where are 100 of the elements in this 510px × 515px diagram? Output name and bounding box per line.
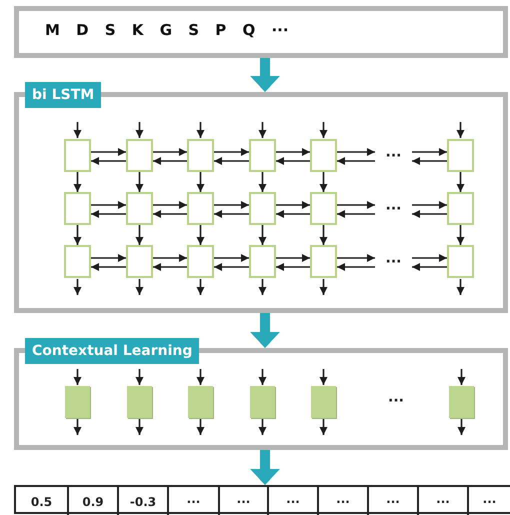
context-cell <box>250 386 275 418</box>
input-sequence-box <box>14 6 508 58</box>
context-cell <box>65 386 90 418</box>
arrow <box>136 172 144 192</box>
flow-arrow <box>250 450 280 485</box>
arrow <box>320 172 328 192</box>
ellipsis: ··· <box>375 245 412 278</box>
ellipsis: ··· <box>388 393 404 409</box>
arrow <box>74 419 82 435</box>
lstm-cell <box>310 192 337 225</box>
lstm-cell <box>447 192 474 225</box>
arrow <box>276 263 310 271</box>
arrow <box>74 172 82 192</box>
lstm-cell <box>187 192 214 225</box>
arrow <box>74 122 82 138</box>
context-cell <box>188 386 213 418</box>
vector-value: -0.3 <box>119 487 169 515</box>
arrow <box>456 172 464 192</box>
arrow <box>320 225 328 245</box>
arrow <box>458 369 466 385</box>
arrow <box>153 254 187 262</box>
arrow <box>320 369 328 385</box>
flow-arrow <box>250 58 280 92</box>
lstm-cell <box>126 245 153 278</box>
lstm-cell <box>187 245 214 278</box>
arrow <box>91 263 126 271</box>
arrow <box>74 279 82 295</box>
arrow <box>196 122 204 138</box>
arrow <box>196 172 204 192</box>
ellipsis: ··· <box>375 139 412 172</box>
arrow <box>276 148 310 156</box>
arrow <box>153 157 187 165</box>
arrow <box>337 254 375 262</box>
arrow <box>337 263 375 271</box>
lstm-cell <box>249 192 276 225</box>
arrow <box>74 369 82 385</box>
arrow <box>276 254 310 262</box>
sequence-text: M D S K G S P Q ··· <box>45 21 289 39</box>
lstm-cell <box>64 192 91 225</box>
lstm-cell <box>126 192 153 225</box>
arrow <box>258 419 266 435</box>
lstm-cell <box>310 139 337 172</box>
arrow <box>276 157 310 165</box>
arrow <box>153 148 187 156</box>
lstm-cell <box>64 139 91 172</box>
vector-value: ··· <box>369 487 419 515</box>
arrow <box>258 225 266 245</box>
arrow <box>153 263 187 271</box>
context-cell <box>311 386 336 418</box>
lstm-cell <box>310 245 337 278</box>
context-cell <box>127 386 152 418</box>
lstm-cell <box>126 139 153 172</box>
arrow <box>258 279 266 295</box>
lstm-cell <box>447 139 474 172</box>
arrow <box>214 201 249 209</box>
arrow <box>412 210 447 218</box>
arrow <box>91 157 126 165</box>
vector-value: ··· <box>269 487 319 515</box>
vector-value: ··· <box>419 487 469 515</box>
arrow <box>337 201 375 209</box>
arrow <box>91 254 126 262</box>
arrow <box>136 369 144 385</box>
arrow <box>320 279 328 295</box>
vector-value: ··· <box>220 487 269 515</box>
arrow <box>258 172 266 192</box>
output-vector <box>14 485 510 514</box>
ellipsis: ··· <box>375 192 412 225</box>
arrow <box>412 201 447 209</box>
arrow <box>153 210 187 218</box>
lstm-cell <box>249 139 276 172</box>
arrow <box>337 148 375 156</box>
arrow <box>136 122 144 138</box>
arrow <box>412 148 447 156</box>
arrow <box>276 201 310 209</box>
arrow <box>412 254 447 262</box>
arrow <box>91 210 126 218</box>
arrow <box>214 148 249 156</box>
vector-value: 0.9 <box>69 487 119 515</box>
lstm-cell <box>64 245 91 278</box>
arrow <box>337 210 375 218</box>
vector-value: ··· <box>469 487 510 515</box>
lstm-cell <box>187 139 214 172</box>
vector-value: 0.5 <box>16 487 69 515</box>
arrow <box>214 157 249 165</box>
arrow <box>196 419 204 435</box>
arrow <box>136 225 144 245</box>
arrow <box>214 254 249 262</box>
arrow <box>320 419 328 435</box>
arrow <box>196 225 204 245</box>
arrow <box>153 201 187 209</box>
panel-title: Contextual Learning <box>25 338 200 364</box>
arrow <box>320 122 328 138</box>
arrow <box>196 279 204 295</box>
arrow <box>456 225 464 245</box>
arrow <box>258 369 266 385</box>
arrow <box>258 122 266 138</box>
vector-value: ··· <box>319 487 369 515</box>
arrow <box>74 225 82 245</box>
vector-value: ··· <box>169 487 220 515</box>
arrow <box>214 263 249 271</box>
